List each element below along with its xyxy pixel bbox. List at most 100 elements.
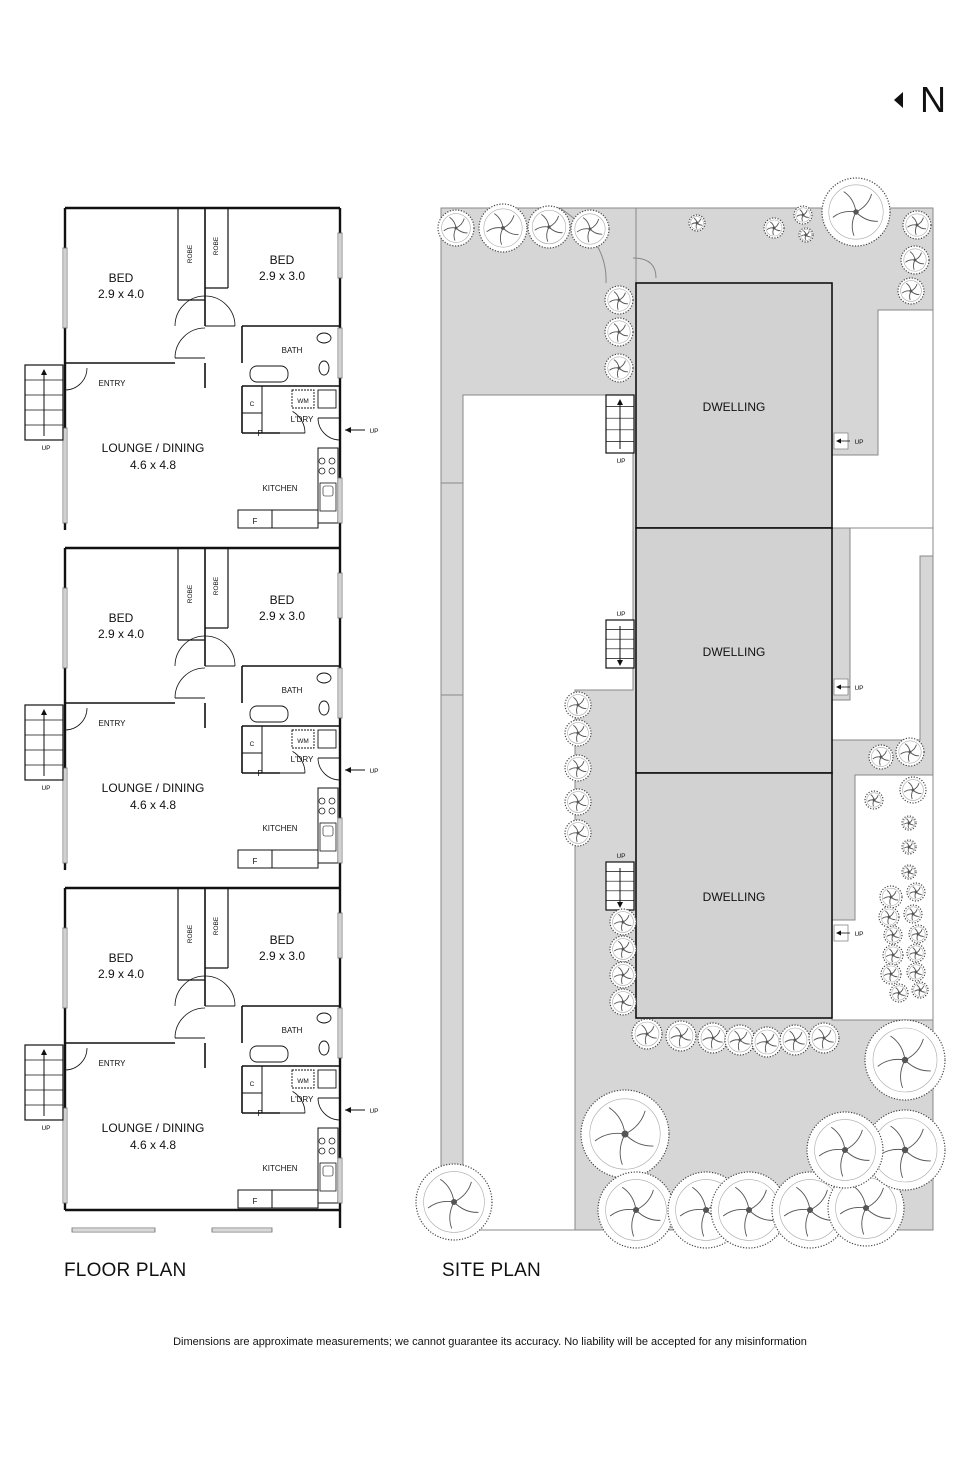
tree-canopy-inner	[908, 884, 924, 900]
tree-icon	[868, 744, 894, 770]
laundry-door	[280, 1091, 306, 1114]
tree-icon	[908, 924, 928, 944]
pantry-label: P	[257, 429, 262, 438]
window	[62, 427, 68, 524]
cooktop-burner	[328, 467, 336, 475]
tree-icon	[564, 719, 592, 747]
fridge-space	[237, 849, 273, 869]
robe-right-label: ROBE	[213, 576, 220, 595]
tree-icon	[609, 908, 637, 936]
tree-trunk	[915, 223, 919, 227]
tree-icon	[604, 353, 634, 383]
hall-door	[174, 667, 206, 699]
tree-canopy-inner	[872, 1027, 938, 1093]
tree-canopy-inner	[903, 866, 915, 878]
bed-left-door	[174, 295, 206, 327]
door-arc	[174, 1007, 206, 1039]
tree-trunk	[695, 221, 699, 225]
door-arc	[204, 635, 236, 667]
washing-machine	[291, 389, 315, 409]
tree-trunk	[617, 298, 621, 302]
laundry-trough	[317, 1069, 337, 1089]
fridge-label: F	[253, 517, 258, 526]
tree-trunk	[679, 1034, 683, 1038]
tree-trunk	[576, 800, 580, 804]
tree-canopy-inner	[902, 779, 924, 801]
tree-icon	[604, 285, 634, 315]
tree-canopy-inner	[905, 906, 921, 922]
robe-left-label: ROBE	[187, 924, 194, 943]
sink-bowl	[322, 485, 334, 497]
toilet	[318, 360, 330, 376]
window	[337, 572, 343, 619]
tree-trunk	[907, 870, 911, 874]
tree-icon	[688, 214, 706, 232]
tree-canopy-inner	[612, 938, 634, 960]
tree-icon	[906, 943, 926, 963]
arrow-left-icon	[345, 767, 351, 773]
up-label-stair: UP	[41, 445, 50, 452]
tree-trunk	[907, 821, 911, 825]
tree-canopy-inner	[567, 722, 589, 744]
toilet	[318, 1040, 330, 1056]
lounge-label: LOUNGE / DINING	[102, 781, 205, 795]
dwelling-stairs	[605, 619, 635, 669]
tree-canopy-inner	[589, 1098, 661, 1170]
tree-canopy-inner	[905, 213, 929, 237]
tree-trunk	[454, 226, 458, 230]
tree-icon	[564, 819, 592, 847]
tree-trunk	[901, 1056, 909, 1064]
tree-trunk	[914, 890, 918, 894]
tree-trunk	[765, 1040, 769, 1044]
fridge-label: F	[253, 1197, 258, 1206]
entry-door	[64, 367, 88, 391]
gate-swing	[632, 257, 657, 279]
tree-trunk	[450, 1198, 458, 1206]
tree-canopy-inner	[882, 965, 900, 983]
side-door	[317, 757, 341, 781]
dwelling-up-right: UP	[854, 439, 863, 446]
tree-icon	[901, 815, 917, 831]
tree-icon	[751, 1026, 783, 1058]
tree-canopy-inner	[567, 822, 589, 844]
window	[337, 667, 343, 719]
tree-canopy-inner	[903, 817, 915, 829]
door-arc	[292, 411, 306, 434]
window	[62, 927, 68, 1009]
tree-canopy-inner	[607, 320, 631, 344]
tree-canopy-inner	[903, 841, 915, 853]
entry-door	[64, 1047, 88, 1071]
cooktop-burner	[318, 457, 326, 465]
laundry-door	[280, 411, 306, 434]
tree-trunk	[621, 947, 625, 951]
fridge-label: F	[253, 857, 258, 866]
tree-trunk	[621, 973, 625, 977]
tree-icon	[901, 864, 917, 880]
tree-canopy-inner	[765, 219, 783, 237]
tree-canopy-inner	[567, 694, 589, 716]
cooktop-burner	[318, 797, 326, 805]
bath-label: BATH	[282, 346, 303, 355]
bathtub	[249, 365, 289, 383]
tree-trunk	[889, 972, 893, 976]
tree-icon	[864, 1019, 946, 1101]
entry-label: ENTRY	[99, 1059, 127, 1068]
tree-icon	[827, 1169, 905, 1247]
tree-canopy-inner	[574, 213, 606, 245]
side-door	[317, 1097, 341, 1121]
door-arc	[317, 417, 341, 441]
tree-trunk	[621, 1000, 625, 1004]
cooktop-burner	[318, 1137, 326, 1145]
bath-label: BATH	[282, 1026, 303, 1035]
kitchen-label: KITCHEN	[262, 484, 297, 493]
tree-canopy-inner	[795, 207, 811, 223]
toilet	[318, 700, 330, 716]
wm-label: WM	[297, 1078, 309, 1085]
tree-trunk	[801, 213, 805, 217]
entry-label: ENTRY	[99, 719, 127, 728]
bed-right-size: 2.9 x 3.0	[259, 609, 305, 623]
dwelling-label: DWELLING	[703, 645, 766, 659]
